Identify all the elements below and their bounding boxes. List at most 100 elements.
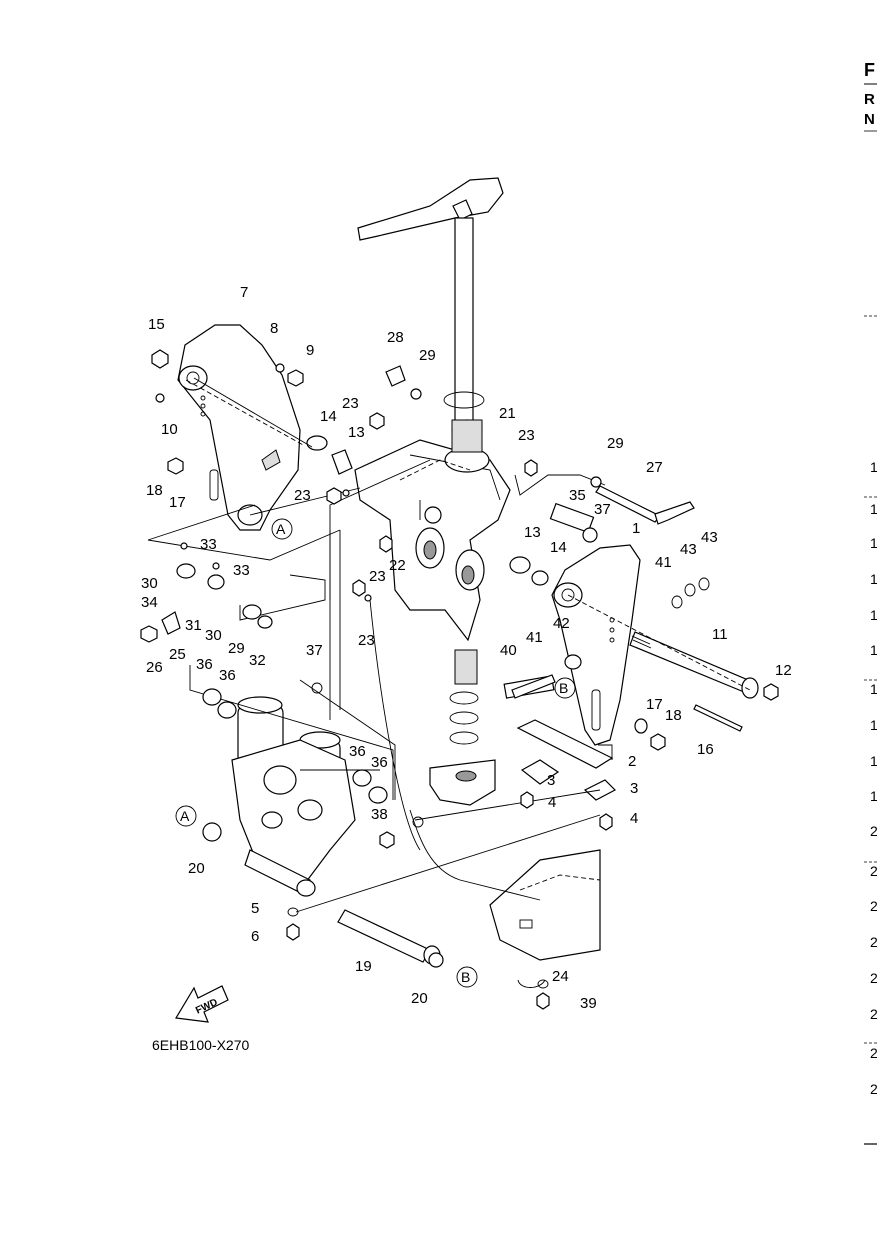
left-clamp-bracket-drawing [177, 324, 301, 531]
ref-marker-label: A [180, 808, 190, 824]
friction-plate-drawing [516, 719, 617, 801]
callout-number: 36 [219, 667, 236, 684]
callout-number: 8 [270, 320, 278, 337]
callout-number: 3 [547, 772, 555, 789]
callout-number: 23 [342, 395, 359, 412]
right-clamp-bracket-drawing [551, 544, 641, 760]
edge-digit: 1 [870, 535, 877, 551]
callout-number: 37 [306, 642, 323, 659]
steering-handle-drawing [357, 177, 504, 439]
edge-digit: 2 [870, 1006, 877, 1022]
ref-marker-label: B [461, 969, 470, 985]
callout-number: 21 [499, 405, 516, 422]
ref-markers: A A B B [175, 518, 576, 988]
edge-digit: 1 [870, 681, 877, 697]
edge-digit: 1 [870, 788, 877, 804]
callout-number: 43 [680, 541, 697, 558]
callout-number: 20 [188, 860, 205, 877]
callout-number: 17 [646, 696, 663, 713]
callout-number: 2 [628, 753, 636, 770]
lower-apron-drawing [489, 849, 601, 961]
diagram-code: 6EHB100-X270 [152, 1037, 250, 1053]
power-trim-unit-drawing [231, 696, 356, 897]
callout-number: 24 [552, 968, 569, 985]
callout-number: 23 [518, 427, 535, 444]
callout-number: 14 [550, 539, 567, 556]
edge-digit: 2 [870, 863, 877, 879]
ref-marker-circle [175, 805, 197, 827]
edge-digit: 1 [870, 642, 877, 658]
callout-number: 9 [306, 342, 314, 359]
callout-number: 33 [233, 562, 250, 579]
callout-number: 25 [169, 646, 186, 663]
callout-number: 18 [665, 707, 682, 724]
edge-digit: 2 [870, 934, 877, 950]
fwd-arrow-icon: FWD [175, 985, 229, 1023]
edge-digit: 2 [870, 1081, 877, 1097]
callout-number: 38 [371, 806, 388, 823]
through-tube-drawing [629, 631, 759, 699]
callout-number: 10 [161, 421, 178, 438]
callout-number: 23 [294, 487, 311, 504]
callout-number: 16 [697, 741, 714, 758]
callout-number: 36 [371, 754, 388, 771]
callout-number: 19 [355, 958, 372, 975]
edge-digit: 2 [870, 970, 877, 986]
callout-number: 5 [251, 900, 259, 917]
ref-marker-label: B [559, 680, 568, 696]
edge-letter: F [864, 60, 875, 80]
callout-number: 11 [712, 626, 728, 643]
callout-number: 4 [630, 810, 638, 827]
hardware-glyphs [140, 349, 779, 1010]
swivel-bracket-drawing [354, 419, 511, 806]
ref-marker-circle [456, 966, 478, 988]
edge-digit: 2 [870, 1045, 877, 1061]
edge-digit: 1 [870, 501, 877, 517]
callout-number: 29 [228, 640, 245, 657]
leader-lines [147, 377, 751, 988]
callout-number: 29 [419, 347, 436, 364]
callout-number: 27 [646, 459, 663, 476]
callout-number: 7 [240, 284, 248, 301]
callout-number: 3 [630, 780, 638, 797]
right-edge-column: F R N 1 1 1 1 1 1 1 1 1 1 2 2 2 2 2 2 2 … [864, 60, 877, 1145]
callout-number: 4 [548, 794, 556, 811]
callout-number: 30 [205, 627, 222, 644]
callout-number: 30 [141, 575, 158, 592]
callout-number: 20 [411, 990, 428, 1007]
callout-number: 33 [200, 536, 217, 553]
callout-number: 1 [632, 520, 640, 537]
callout-number: 35 [569, 487, 586, 504]
edge-digit: 1 [870, 571, 877, 587]
callout-number: 31 [185, 617, 202, 634]
tilt-pin-drawing [595, 485, 695, 525]
callout-number: 23 [369, 568, 386, 585]
callout-number: 36 [196, 656, 213, 673]
callout-number: 29 [607, 435, 624, 452]
callout-number: 13 [348, 424, 365, 441]
callout-number: 14 [320, 408, 337, 425]
callout-number: 41 [655, 554, 672, 571]
callout-number: 18 [146, 482, 163, 499]
callout-number: 15 [148, 316, 165, 333]
edge-letter: N [864, 111, 875, 128]
edge-digit: 1 [870, 717, 877, 733]
callout-number: 42 [553, 615, 570, 632]
edge-digit: 1 [870, 607, 877, 623]
callout-number: 22 [389, 557, 406, 574]
callout-number: 39 [580, 995, 597, 1012]
callout-number: 41 [526, 629, 543, 646]
callout-number: 34 [141, 594, 158, 611]
edge-digit: 2 [870, 823, 877, 839]
callout-number: 36 [349, 743, 366, 760]
callout-number: 17 [169, 494, 186, 511]
callout-number: 23 [358, 632, 375, 649]
callout-number: 12 [775, 662, 792, 679]
callout-number: 13 [524, 524, 541, 541]
edge-letter: R [864, 91, 875, 108]
edge-digit: 1 [870, 459, 877, 475]
callout-number: 28 [387, 329, 404, 346]
edge-digit: 1 [870, 753, 877, 769]
callout-number: 37 [594, 501, 611, 518]
